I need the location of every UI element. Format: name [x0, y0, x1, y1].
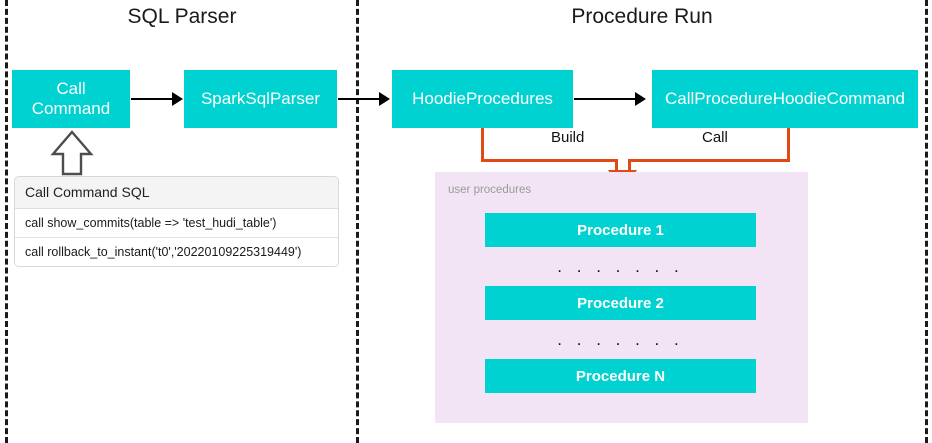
procedure-box-n-label: Procedure N — [575, 367, 666, 385]
section-title-sql-parser: SQL Parser — [127, 5, 237, 28]
node-call-procedure-hoodie-command[interactable]: CallProcedureHoodieCommand — [652, 70, 918, 128]
user-procedures-caption: user procedures — [448, 184, 532, 196]
sql-card-row-1: call show_commits(table => 'test_hudi_ta… — [15, 209, 338, 238]
build-connector-vertical-down — [615, 159, 618, 175]
arrow-call-to-parser-head-icon — [172, 92, 183, 106]
procedure-box-2[interactable]: Procedure 2 — [485, 286, 756, 320]
arrow-call-to-parser-line — [131, 98, 173, 100]
divider-middle — [356, 0, 359, 443]
node-call-command-line1: Call — [56, 79, 86, 99]
sql-card-row-2: call rollback_to_instant('t0','202201092… — [15, 238, 338, 266]
block-arrow-up-icon — [50, 130, 94, 181]
arrow-procedures-to-command-line — [574, 98, 636, 100]
arrow-procedures-to-command-head-icon — [635, 92, 646, 106]
section-title-procedure-run: Procedure Run — [571, 5, 713, 28]
procedure-ellipsis-1: . . . . . . . — [557, 257, 684, 276]
edge-label-build: Build — [546, 129, 590, 146]
node-hoodie-procedures-label: HoodieProcedures — [412, 89, 553, 109]
edge-label-call: Call — [697, 129, 733, 146]
node-call-command[interactable]: Call Command — [12, 70, 130, 128]
build-connector-horizontal — [481, 159, 617, 162]
call-command-sql-card: Call Command SQL call show_commits(table… — [14, 176, 339, 267]
node-spark-sql-parser[interactable]: SparkSqlParser — [184, 70, 337, 128]
divider-right — [925, 0, 928, 443]
procedure-box-1[interactable]: Procedure 1 — [485, 213, 756, 247]
divider-left — [5, 0, 8, 443]
procedure-box-1-label: Procedure 1 — [577, 221, 664, 239]
call-connector-vertical-down — [628, 159, 631, 175]
node-call-procedure-hoodie-command-label: CallProcedureHoodieCommand — [664, 89, 905, 109]
node-hoodie-procedures[interactable]: HoodieProcedures — [392, 70, 573, 128]
node-spark-sql-parser-label: SparkSqlParser — [200, 89, 321, 109]
call-connector-horizontal — [628, 159, 790, 162]
sql-card-header: Call Command SQL — [15, 177, 338, 209]
build-connector-vertical-left — [481, 128, 484, 161]
arrow-parser-to-procedures-head-icon — [379, 92, 390, 106]
procedure-box-n[interactable]: Procedure N — [485, 359, 756, 393]
procedure-box-2-label: Procedure 2 — [577, 294, 664, 312]
call-connector-vertical-right — [787, 128, 790, 161]
node-call-command-line2: Command — [31, 99, 111, 118]
procedure-ellipsis-2: . . . . . . . — [557, 330, 684, 349]
arrow-parser-to-procedures-line — [338, 98, 380, 100]
